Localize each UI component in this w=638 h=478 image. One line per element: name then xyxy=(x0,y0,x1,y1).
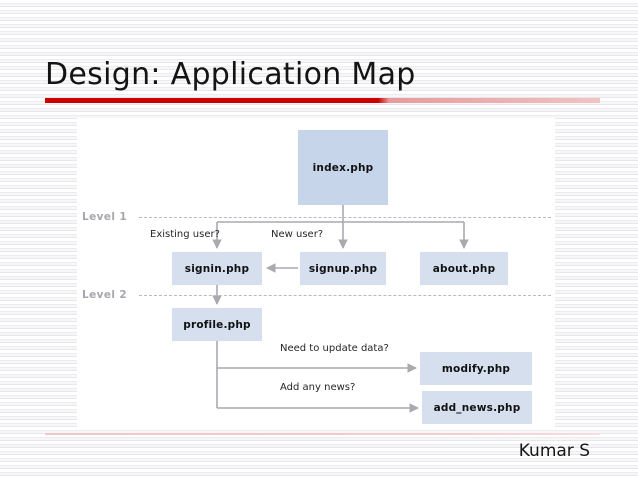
node-signup-php: signup.php xyxy=(300,252,386,285)
edge-label-need-to-update-data: Need to update data? xyxy=(280,343,389,354)
node-add-news-php: add_news.php xyxy=(422,391,532,424)
title-underline-rule xyxy=(45,98,600,103)
node-modify-php: modify.php xyxy=(420,352,532,385)
edge-label-existing-user: Existing user? xyxy=(150,229,220,240)
footer-author-name: Kumar S xyxy=(518,441,590,461)
level-1-divider xyxy=(139,217,551,218)
node-profile-php: profile.php xyxy=(172,308,262,341)
edge-label-new-user: New user? xyxy=(271,229,324,240)
page-title: Design: Application Map xyxy=(45,57,416,92)
footer-rule xyxy=(45,433,600,435)
level-2-divider xyxy=(139,295,551,296)
edge-label-add-any-news: Add any news? xyxy=(280,382,356,393)
title-block: Design: Application Map xyxy=(0,56,638,108)
node-index-php: index.php xyxy=(298,130,388,205)
node-about-php: about.php xyxy=(420,252,508,285)
level-1-label: Level 1 xyxy=(82,211,128,223)
level-2-label: Level 2 xyxy=(82,289,128,301)
application-map-diagram: Level 1 Level 2 Existing user? New user?… xyxy=(77,118,555,427)
node-signin-php: signin.php xyxy=(172,252,262,285)
